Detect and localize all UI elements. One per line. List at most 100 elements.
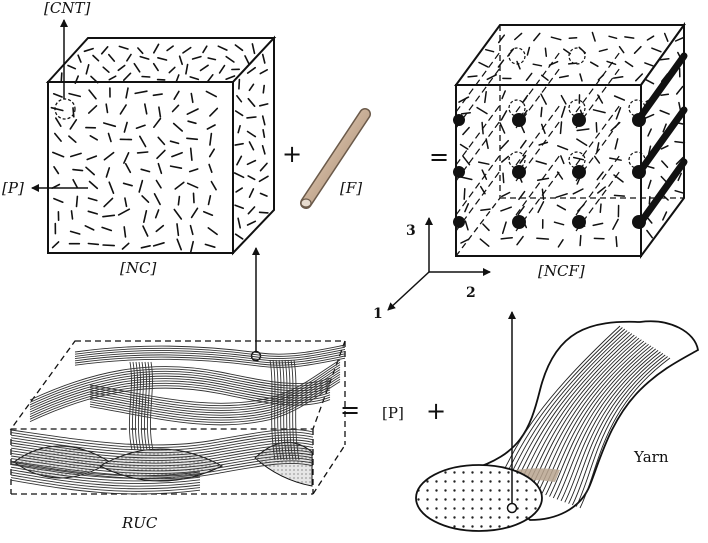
nanotube-dash xyxy=(557,239,564,248)
nanotube-dash xyxy=(85,166,95,176)
nanotube-dash xyxy=(117,208,131,216)
nanotube-dash xyxy=(261,53,266,64)
nanotube-dash xyxy=(155,224,165,233)
nanotube-dash xyxy=(544,47,548,57)
ncf-label: [NCF] xyxy=(538,262,585,280)
nanotube-dash xyxy=(572,156,585,161)
nanotube-dash xyxy=(481,121,484,135)
nanotube-dash xyxy=(137,47,144,55)
nanotube-dash xyxy=(108,53,116,62)
nanotube-dash xyxy=(560,105,566,118)
nanotube-dash xyxy=(191,55,202,60)
nanotube-dash xyxy=(218,64,226,74)
nanotube-dash xyxy=(678,101,682,112)
nanotube-dash xyxy=(190,240,194,253)
nanotube-dash xyxy=(532,63,543,67)
yarn-fiber xyxy=(575,356,668,507)
nc-cube xyxy=(45,35,277,256)
nanotube-dash xyxy=(614,138,619,150)
nanotube-dash xyxy=(86,155,98,161)
nanotube-dash xyxy=(234,110,244,117)
axis-1-label: 1 xyxy=(373,306,383,322)
nanotube-dash xyxy=(259,192,268,197)
nanotube-dash xyxy=(560,94,567,105)
nanotube-dash xyxy=(507,48,515,57)
nanotube-dash xyxy=(661,160,669,169)
yarn-fiber xyxy=(556,348,656,500)
nanotube-dash xyxy=(485,138,489,150)
nanotube-dash xyxy=(258,103,269,107)
nanotube-dash xyxy=(178,55,183,66)
nanotube-dash xyxy=(234,204,244,210)
nanotube-dash xyxy=(467,75,478,78)
nanotube-dash xyxy=(502,172,505,184)
nanotube-dash xyxy=(556,204,567,211)
nanotube-dash xyxy=(72,178,79,189)
nanotube-dash xyxy=(152,93,163,97)
nanotube-dash xyxy=(660,93,670,96)
nanotube-dash xyxy=(238,78,241,90)
nanotube-dash xyxy=(90,75,99,84)
nanotube-dash xyxy=(208,163,213,173)
nanotube-dash xyxy=(536,237,550,240)
nanotube-dash xyxy=(247,97,256,107)
nanotube-dash xyxy=(72,107,75,118)
nanotube-dash xyxy=(501,221,507,235)
nanotube-dash xyxy=(674,36,685,42)
ruc-yarn-band xyxy=(29,366,331,423)
yarn-fiber xyxy=(507,328,626,482)
nanotube-dash xyxy=(563,48,572,55)
nanotube-dash xyxy=(596,142,600,153)
nanotube-dash xyxy=(133,62,141,73)
ncf-nanotube-dashes xyxy=(458,31,686,248)
nanotube-dash xyxy=(462,155,471,166)
nanotube-dash xyxy=(205,90,217,98)
nanotube-dash xyxy=(519,154,527,164)
nanotube-dash xyxy=(143,210,148,223)
nanotube-dash xyxy=(77,54,82,63)
yarn-fiber xyxy=(571,354,666,506)
nanotube-dash xyxy=(207,227,218,236)
nanotube-dash xyxy=(108,75,117,81)
nanotube-dash xyxy=(103,197,114,208)
nanotube-dash xyxy=(486,74,497,81)
nanotube-dash xyxy=(247,206,256,215)
nanotube-dash xyxy=(599,203,602,214)
nanotube-dash xyxy=(540,93,547,105)
nanotube-dash xyxy=(125,87,129,99)
nanotube-dash xyxy=(169,165,183,169)
nanotube-dash xyxy=(174,181,185,190)
nanotube-dashes xyxy=(50,43,269,253)
nanotube-dash xyxy=(557,145,569,151)
nanotube-dash xyxy=(479,185,486,195)
nanotube-dash xyxy=(592,109,606,114)
nanotube-dash xyxy=(124,197,128,208)
nanotube-dash xyxy=(646,229,654,239)
nanotube-dash xyxy=(576,128,590,132)
nanotube-dash xyxy=(186,137,199,141)
nanotube-dash xyxy=(60,72,63,82)
nanotube-dash xyxy=(608,35,618,40)
nanotube-dash xyxy=(85,64,90,75)
nanotube-dash xyxy=(579,73,583,82)
nanotube-dash xyxy=(459,143,469,150)
nanotube-dash xyxy=(182,46,192,54)
nanotube-dash xyxy=(481,169,488,180)
nanotube-dash xyxy=(612,218,619,230)
nanotube-dash xyxy=(647,128,652,137)
nanotube-dash xyxy=(123,226,127,238)
nanotube-dash xyxy=(559,121,563,135)
nanotube-dash xyxy=(173,208,183,220)
nanotube-dash xyxy=(258,175,269,183)
nanotube-dash xyxy=(247,175,256,181)
nanotube-dash xyxy=(67,64,77,70)
nanotube-dash xyxy=(674,140,686,144)
nanotube-dash xyxy=(92,54,100,62)
nanotube-dash xyxy=(84,225,95,231)
nanotube-dash xyxy=(592,222,604,227)
nanotube-dash xyxy=(176,238,182,251)
nanotube-dash xyxy=(613,95,626,101)
nanotube-dash xyxy=(72,168,84,172)
nanotube-dash xyxy=(540,106,543,118)
